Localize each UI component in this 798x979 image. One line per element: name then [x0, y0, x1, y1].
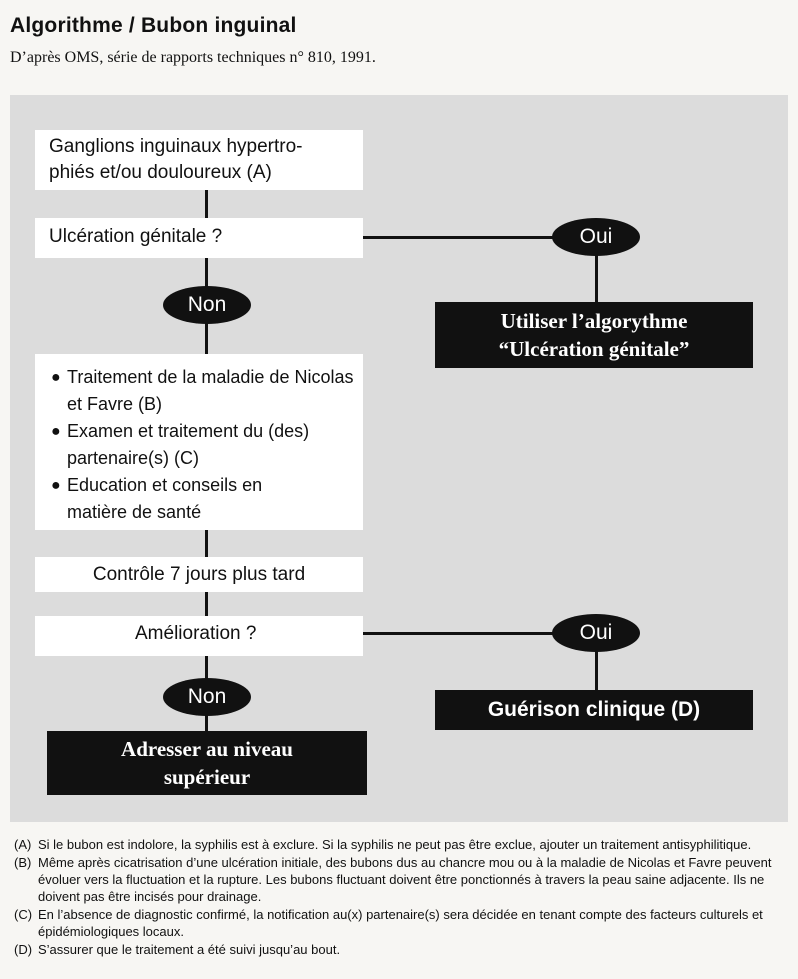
oval-non-2: Non: [163, 678, 251, 716]
connector-oui-2-vertical: [595, 633, 598, 691]
footnote-b: (B) Même après cicatrisation d’une ulcér…: [14, 854, 790, 905]
box-amelioration: Amélioration ?: [35, 616, 363, 656]
connector-main-top: [205, 190, 208, 354]
treatment-2-line-1: Examen et traitement du (des): [67, 421, 310, 441]
box-adresser-line-2: supérieur: [163, 765, 251, 789]
box-utiliser-algorithme: Utiliser l’algorythme “Ulcération génita…: [435, 302, 753, 368]
treatment-item: ● Examen et traitement du (des) partenai…: [51, 418, 363, 472]
footnote-label: (C): [14, 907, 33, 922]
box-ganglions-line-1: Ganglions inguinaux hypertro-: [49, 136, 303, 157]
box-adresser-line-1: Adresser au niveau: [121, 737, 293, 761]
box-guerison: Guérison clinique (D): [435, 690, 753, 730]
treatment-3-line-2: matière de santé: [67, 502, 202, 522]
box-ganglions-line-2: phiés et/ou douloureux (A): [49, 162, 272, 183]
footnote-label: (D): [14, 942, 33, 957]
treatment-item: ● Traitement de la maladie de Nicolas et…: [51, 364, 363, 418]
page-title: Algorithme / Bubon inguinal: [10, 14, 297, 37]
oval-oui-2: Oui: [552, 614, 640, 652]
oval-non-1: Non: [163, 286, 251, 324]
bullet-icon: ●: [51, 423, 61, 440]
footnote-c: (C) En l’absence de diagnostic confirmé,…: [14, 906, 790, 940]
treatment-1-line-1: Traitement de la maladie de Nicolas: [67, 367, 354, 387]
footnote-text: Même après cicatrisation d’une ulcératio…: [38, 855, 772, 904]
box-ulceration: Ulcération génitale ?: [35, 218, 363, 258]
footnote-label: (A): [14, 837, 32, 852]
footnote-label: (B): [14, 855, 32, 870]
footnote-d: (D) S’assurer que le traitement a été su…: [14, 941, 790, 958]
connector-oui-2-horizontal: [363, 632, 597, 635]
page-subtitle: D’après OMS, série de rapports technique…: [10, 49, 376, 66]
box-adresser: Adresser au niveau supérieur: [47, 731, 367, 795]
connector-oui-1-horizontal: [363, 236, 597, 239]
bullet-icon: ●: [51, 477, 61, 494]
box-treatments: ● Traitement de la maladie de Nicolas et…: [35, 354, 363, 530]
footnote-a: (A) Si le bubon est indolore, la syphili…: [14, 836, 790, 853]
box-utiliser-line-2: “Ulcération génitale”: [498, 337, 690, 361]
box-utiliser-line-1: Utiliser l’algorythme: [500, 309, 688, 333]
footnote-text: En l’absence de diagnostic confirmé, la …: [38, 907, 763, 939]
treatment-3-line-1: Education et conseils en: [67, 475, 263, 495]
footnote-text: S’assurer que le traitement a été suivi …: [38, 942, 341, 957]
box-ganglions: Ganglions inguinaux hypertro- phiés et/o…: [35, 130, 363, 190]
connector-oui-1-vertical: [595, 237, 598, 303]
footnotes: (A) Si le bubon est indolore, la syphili…: [14, 836, 790, 959]
box-controle: Contrôle 7 jours plus tard: [35, 557, 363, 592]
footnote-text: Si le bubon est indolore, la syphilis es…: [38, 837, 752, 852]
oval-oui-1: Oui: [552, 218, 640, 256]
treatment-1-line-2: et Favre (B): [67, 394, 163, 414]
bullet-icon: ●: [51, 369, 61, 386]
treatment-2-line-2: partenaire(s) (C): [67, 448, 200, 468]
treatment-item: ● Education et conseils en matière de sa…: [51, 472, 363, 526]
